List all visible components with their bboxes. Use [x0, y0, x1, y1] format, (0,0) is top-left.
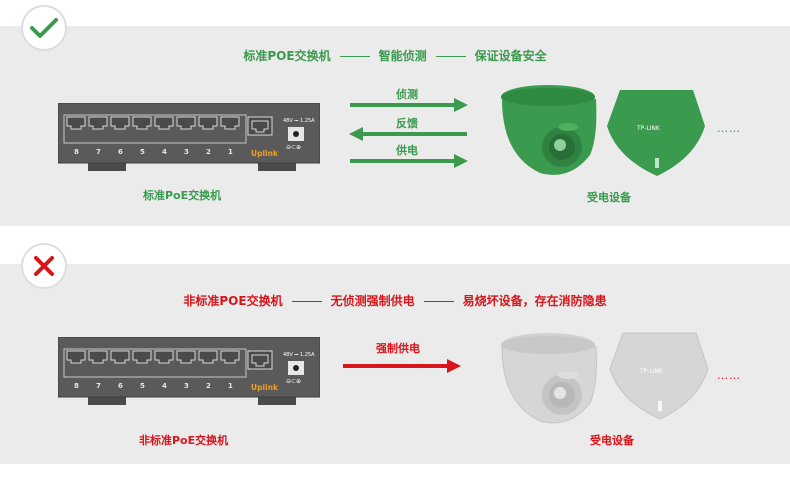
nonstandard-poe-switch: 8 7 6 5 4 3 2 1 Uplink 48V ⎓ 1.25A ⊖⊂⊕ — [57, 336, 321, 409]
port-number: 4 — [162, 148, 167, 156]
force-power-label: 强制供电 — [376, 342, 420, 355]
standard-poe-switch: 8 7 6 5 4 3 2 1 Uplink 48V ⎓ 1.25A ⊖⊂⊕ — [57, 102, 321, 175]
port-number: 3 — [184, 382, 189, 390]
check-icon — [30, 18, 58, 38]
dome-camera-icon — [501, 333, 597, 424]
ethernet-port-icon — [220, 350, 240, 364]
compliant-headline: 标准POE交换机 智能侦测 保证设备安全 — [0, 47, 790, 64]
ethernet-port-icon — [66, 116, 86, 130]
force-power-arrow — [343, 359, 461, 373]
detect-arrow — [350, 98, 468, 112]
ethernet-port-icon — [198, 116, 218, 130]
port-number: 2 — [206, 382, 211, 390]
ethernet-port-icon — [88, 350, 108, 364]
ethernet-port-icon — [176, 116, 196, 130]
ethernet-port-icon — [198, 350, 218, 364]
feedback-label: 反馈 — [396, 117, 418, 130]
headline-part3: 易烧坏设备，存在消防隐患 — [462, 294, 607, 308]
port-number: 6 — [118, 148, 123, 156]
noncompliant-badge — [21, 243, 67, 289]
port-number: 3 — [184, 148, 189, 156]
port-number: 7 — [96, 148, 101, 156]
access-point-icon: TP-LINK — [607, 90, 705, 176]
power-label: 供电 — [396, 144, 418, 157]
headline-separator — [291, 301, 322, 302]
port-number: 8 — [74, 382, 79, 390]
ethernet-port-icon — [132, 116, 152, 130]
polarity-icon: ⊖⊂⊕ — [286, 144, 301, 151]
headline-part3: 保证设备安全 — [474, 49, 547, 63]
port-number: 1 — [228, 148, 233, 156]
power-arrow — [350, 154, 468, 168]
port-number: 1 — [228, 382, 233, 390]
noncompliant-headline: 非标准POE交换机 无侦测强制供电 易烧坏设备，存在消防隐患 — [0, 292, 790, 309]
port-number: 8 — [74, 148, 79, 156]
ethernet-port-icon — [110, 116, 130, 130]
more-devices-ellipsis: …… — [717, 369, 741, 382]
headline-part2: 无侦测强制供电 — [330, 294, 415, 308]
power-rating: 48V ⎓ 1.25A — [283, 118, 315, 124]
more-devices-ellipsis: …… — [717, 122, 741, 135]
switch-caption: 标准PoE交换机 — [143, 189, 222, 202]
port-number: 6 — [118, 382, 123, 390]
ethernet-port-icon — [110, 350, 130, 364]
polarity-icon: ⊖⊂⊕ — [286, 378, 301, 385]
ethernet-port-icon — [154, 350, 174, 364]
ap-brand: TP-LINK — [639, 368, 664, 375]
uplink-label: Uplink — [251, 383, 279, 392]
headline-part1: 标准POE交换机 — [243, 49, 331, 63]
ethernet-port-icon — [154, 116, 174, 130]
headline-part2: 智能侦测 — [378, 49, 427, 63]
ethernet-port-icon — [88, 116, 108, 130]
detect-label: 侦测 — [396, 88, 418, 101]
ethernet-port-icon — [220, 116, 240, 130]
ap-brand: TP-LINK — [636, 125, 661, 132]
ethernet-port-icon — [132, 350, 152, 364]
port-number: 4 — [162, 382, 167, 390]
headline-separator — [435, 56, 466, 57]
port-number: 5 — [140, 148, 145, 156]
port-number: 7 — [96, 382, 101, 390]
port-number: 5 — [140, 382, 145, 390]
uplink-label: Uplink — [251, 149, 279, 158]
power-rating: 48V ⎓ 1.25A — [283, 352, 315, 358]
ethernet-port-icon — [66, 350, 86, 364]
headline-separator — [339, 56, 370, 57]
feedback-arrow — [349, 127, 467, 141]
headline-separator — [423, 301, 454, 302]
ethernet-port-icon — [176, 350, 196, 364]
headline-part1: 非标准POE交换机 — [183, 294, 283, 308]
dome-camera-icon — [501, 85, 597, 175]
cross-icon — [34, 256, 54, 276]
port-number: 2 — [206, 148, 211, 156]
switch-graphic: 8 7 6 5 4 3 2 1 Uplink 48V ⎓ 1.25A ⊖⊂⊕ — [57, 102, 321, 171]
switch-caption: 非标准PoE交换机 — [139, 434, 229, 447]
access-point-icon: TP-LINK — [609, 332, 709, 420]
switch-graphic: 8 7 6 5 4 3 2 1 Uplink 48V ⎓ 1.25A ⊖⊂⊕ — [57, 336, 321, 405]
compliant-badge — [21, 5, 67, 51]
device-caption: 受电设备 — [587, 191, 631, 204]
device-caption: 受电设备 — [590, 434, 634, 447]
